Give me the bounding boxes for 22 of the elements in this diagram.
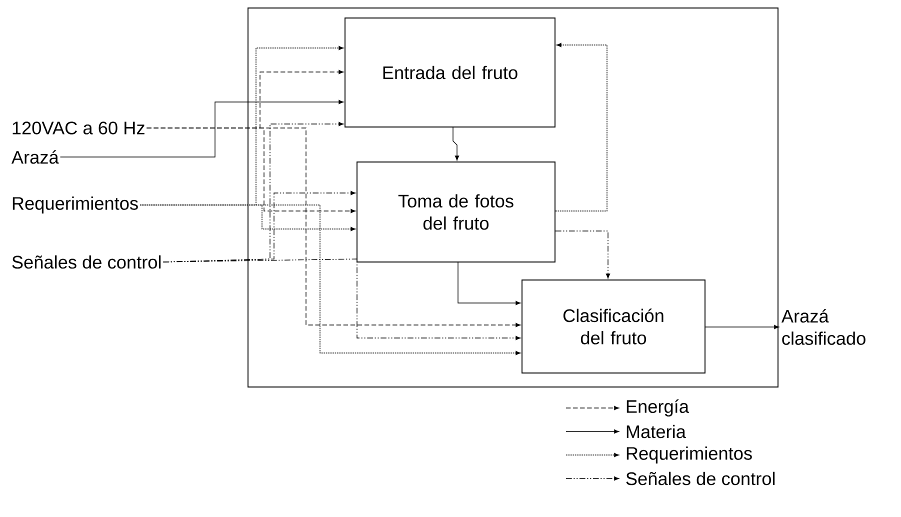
arrow xyxy=(705,324,779,330)
arrow xyxy=(162,258,521,340)
arrow xyxy=(146,128,521,328)
arrow xyxy=(452,127,460,161)
input-label: Señales de control xyxy=(12,255,161,269)
input-label: Requerimientos xyxy=(12,196,138,214)
arrow xyxy=(140,204,521,356)
arrow xyxy=(60,100,344,158)
legend-label: Energía xyxy=(626,399,689,417)
input-label: 120VAC a 60 Hz xyxy=(12,122,144,134)
system-boundary-box xyxy=(248,8,778,388)
process-box: Toma de fotos del fruto xyxy=(356,162,556,262)
arrow xyxy=(458,262,521,306)
legend-label: Señales de control xyxy=(626,472,775,486)
input-label: Arazá clasificado xyxy=(781,309,866,345)
process-box: Entrada del fruto xyxy=(344,18,556,128)
arrow xyxy=(555,42,608,212)
legend-label: Requerimientos xyxy=(626,446,752,464)
arrow xyxy=(555,230,610,279)
process-box: Clasificación del fruto xyxy=(522,280,706,374)
input-label: Arazá xyxy=(11,150,59,164)
legend-label: Materia xyxy=(626,424,686,438)
